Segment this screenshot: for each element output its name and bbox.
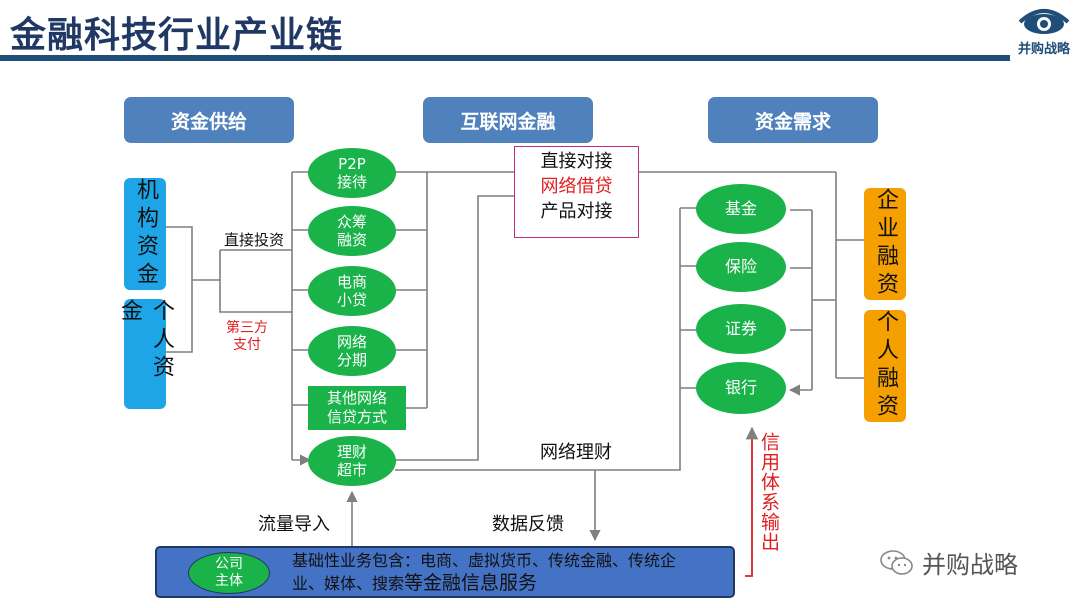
basic-text-3: 等金融信息服务 xyxy=(404,572,538,594)
logo: 并购战略 xyxy=(1012,6,1076,62)
label-credit-output: 信用体系输出 xyxy=(758,432,780,552)
watermark-text: 并购战略 xyxy=(922,551,1018,579)
institution-insurance: 保险 xyxy=(696,242,786,292)
item-wealth-market: 理财 超市 xyxy=(308,436,396,486)
basic-text-2: 业、媒体、搜索 xyxy=(292,574,405,593)
item-line1: 电商 xyxy=(336,273,367,291)
header-supply: 资金供给 xyxy=(124,97,294,143)
label-third-party-pay: 第三方 支付 xyxy=(226,320,268,354)
label-data-feedback: 数据反馈 xyxy=(492,514,564,535)
label-network-finance: 网络理财 xyxy=(540,442,612,463)
logo-text: 并购战略 xyxy=(1017,42,1070,57)
item-line1: 网络 xyxy=(336,333,367,351)
header-internet: 互联网金融 xyxy=(423,97,593,143)
item-line2: 分期 xyxy=(336,351,367,369)
item-other-credit: 其他网络 信贷方式 xyxy=(308,386,406,430)
label-direct-invest: 直接投资 xyxy=(224,231,285,249)
institution-securities: 证券 xyxy=(696,304,786,354)
item-line1: 其他网络 xyxy=(326,389,387,407)
label-product-connect: 产品对接 xyxy=(540,201,613,222)
item-p2p: P2P 接待 xyxy=(308,148,396,198)
supply-box-institution: 机构资金 xyxy=(124,178,166,290)
eye-icon xyxy=(1018,9,1070,34)
item-line2: 超市 xyxy=(336,461,367,479)
company-entity-oval: 公司 主体 xyxy=(188,552,270,594)
wechat-icon xyxy=(880,549,913,575)
basic-business-text: 基础性业务包含：电商、虚拟货币、传统金融、传统企 业、媒体、搜索等金融信息服务 xyxy=(292,549,732,595)
page-title: 金融科技行业产业链 xyxy=(10,15,344,56)
title-underline xyxy=(0,55,1010,61)
label-line: 第三方 xyxy=(226,320,268,336)
item-line1: 理财 xyxy=(336,443,367,461)
demand-box-enterprise: 企业融资 xyxy=(864,188,906,300)
company-line1: 公司 xyxy=(215,556,243,572)
label-traffic-import: 流量导入 xyxy=(258,514,330,535)
item-ecommerce-loan: 电商 小贷 xyxy=(308,266,396,316)
supply-box-personal: 个人资金 xyxy=(117,299,174,409)
basic-text-1: 基础性业务包含：电商、虚拟货币、传统金融、传统企 xyxy=(292,551,677,570)
institution-fund: 基金 xyxy=(696,184,786,234)
item-line1: P2P xyxy=(338,155,366,173)
watermark: 并购战略 xyxy=(880,545,1018,580)
label-network-loan: 网络借贷 xyxy=(540,176,613,197)
item-crowdfunding: 众筹 融资 xyxy=(308,206,396,256)
item-installment: 网络 分期 xyxy=(308,326,396,376)
item-line2: 融资 xyxy=(336,231,367,249)
label-direct-connect: 直接对接 xyxy=(540,151,613,172)
item-line2: 接待 xyxy=(336,173,367,191)
label-line: 支付 xyxy=(233,337,261,353)
item-line1: 众筹 xyxy=(336,213,367,231)
product-connect-box: 直接对接 网络借贷 产品对接 xyxy=(514,146,639,238)
header-demand: 资金需求 xyxy=(708,97,878,143)
institution-bank: 银行 xyxy=(696,362,786,414)
item-line2: 小贷 xyxy=(336,291,367,309)
item-line2: 信贷方式 xyxy=(326,408,387,426)
company-line2: 主体 xyxy=(215,573,243,589)
demand-box-personal: 个人融资 xyxy=(864,310,906,422)
